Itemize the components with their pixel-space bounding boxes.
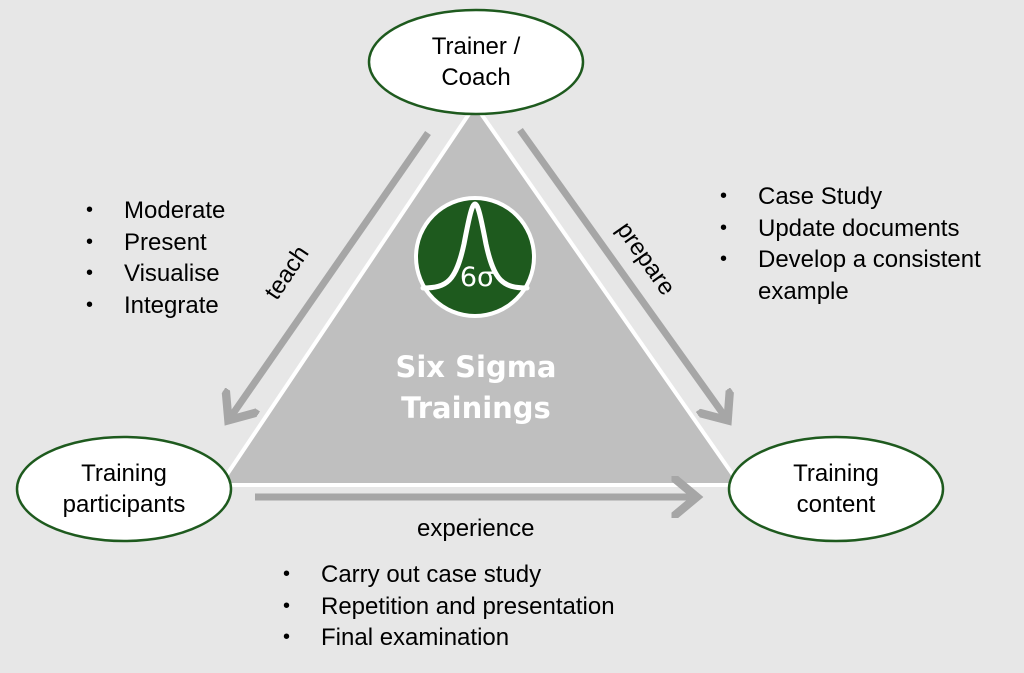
list-item: Final examination	[283, 622, 615, 654]
list-item: Repetition and presentation	[283, 591, 615, 623]
content-label: Training content	[793, 460, 879, 518]
six-sigma-logo: 6σ	[414, 196, 536, 318]
teach-arrow	[230, 131, 431, 418]
list-item: Case Study	[720, 181, 981, 213]
logo-text: 6σ	[460, 262, 494, 293]
prepare-arrow	[517, 127, 726, 418]
list-item: Visualise	[86, 258, 225, 290]
list-item: Develop a consistent example	[720, 244, 981, 307]
experience-list: Carry out case study Repetition and pres…	[283, 559, 615, 654]
list-item: Carry out case study	[283, 559, 615, 591]
participants-label: Training participants	[62, 460, 186, 518]
prepare-list: Case Study Update documents Develop a co…	[720, 181, 981, 307]
center-title: Six Sigma Trainings	[395, 350, 557, 425]
list-item: Moderate	[86, 195, 225, 227]
bell-curve-icon	[420, 201, 530, 291]
list-item: Update documents	[720, 213, 981, 245]
list-item: Integrate	[86, 290, 225, 322]
teach-list: Moderate Present Visualise Integrate	[86, 195, 225, 321]
list-item: Present	[86, 227, 225, 259]
trainer-node	[367, 8, 585, 116]
experience-label: experience	[417, 515, 535, 542]
participants-node	[15, 435, 233, 543]
content-node	[727, 435, 945, 543]
trainer-label: Trainer / Coach	[431, 33, 521, 91]
